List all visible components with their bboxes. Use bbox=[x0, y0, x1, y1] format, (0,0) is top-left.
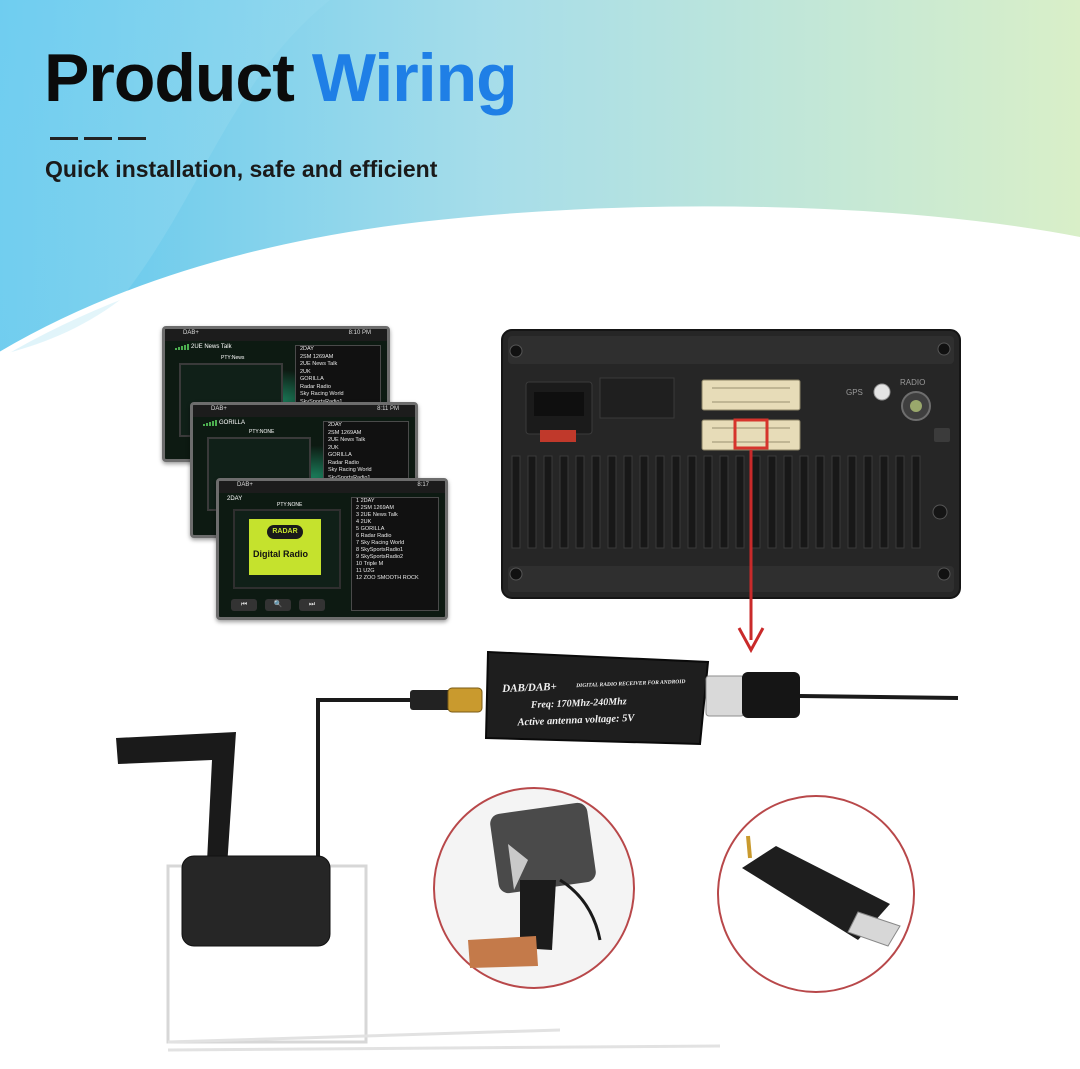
dab-receiver bbox=[484, 650, 959, 746]
radar-logo: RADAR bbox=[267, 525, 303, 539]
list-item: 12 ZOO SMOOTH ROCK bbox=[356, 575, 419, 581]
screen-app-label: DAB+ bbox=[211, 406, 227, 412]
list-item: 2UK bbox=[328, 444, 339, 451]
page-subtitle: Quick installation, safe and efficient bbox=[45, 156, 438, 182]
list-item: 2UE News Talk bbox=[328, 437, 366, 443]
receiver-voltage: Active antenna voltage: 5V bbox=[517, 712, 635, 729]
screen-time: 8:17 bbox=[417, 482, 429, 488]
antenna-detail-circle bbox=[433, 787, 635, 989]
list-item: 9 SkySportsRadio2 bbox=[356, 554, 404, 560]
radio-label: RADIO bbox=[900, 378, 926, 387]
list-item: 7 Sky Racing World bbox=[356, 540, 405, 546]
title-word-product: Product bbox=[44, 40, 295, 116]
receiver-detail-circle bbox=[717, 795, 915, 993]
list-item: 2 2SM 1269AM bbox=[356, 505, 394, 511]
screen-app-label: DAB+ bbox=[237, 482, 253, 488]
list-item: 2DAY bbox=[300, 346, 314, 352]
screen-pty: PTY:NONE bbox=[249, 429, 275, 435]
list-item: 10 Triple M bbox=[356, 561, 384, 567]
screen-topbar: DAB+ 8:17 bbox=[219, 481, 445, 493]
list-item: 2UK bbox=[300, 368, 311, 375]
album-art: RADAR Digital Radio bbox=[233, 509, 341, 589]
screen-app-label: DAB+ bbox=[183, 330, 199, 336]
list-item: SkySportsRadio1 bbox=[296, 399, 380, 407]
connection-arrow bbox=[737, 450, 765, 654]
station-list: 1 2DAY 2 2SM 1269AM 3 2UE News Talk 4 2U… bbox=[351, 497, 439, 611]
list-item: 5 GORILLA bbox=[356, 526, 385, 532]
receiver-frequency: Freq: 170Mhz-240Mhz bbox=[530, 696, 627, 711]
gps-label: GPS bbox=[846, 388, 863, 397]
title-word-wiring: Wiring bbox=[311, 40, 518, 116]
list-item: Radar Radio bbox=[300, 383, 331, 390]
list-item: Sky Racing World bbox=[300, 391, 344, 397]
list-item: Radar Radio bbox=[328, 459, 359, 466]
receiver-brand: DAB/DAB+ bbox=[502, 680, 557, 695]
next-button[interactable]: ⏭ bbox=[299, 599, 325, 611]
signal-icon bbox=[175, 344, 189, 350]
receiver-description: DIGITAL RADIO RECEIVER FOR ANDROID bbox=[576, 678, 686, 690]
list-item: 6 Radar Radio bbox=[356, 533, 392, 539]
screen-station: 2DAY bbox=[227, 496, 243, 502]
list-item: GORILLA bbox=[328, 452, 352, 458]
title-divider bbox=[50, 137, 146, 140]
list-item: 2SM 1269AM bbox=[300, 353, 334, 360]
list-item: 2SM 1269AM bbox=[328, 429, 362, 436]
receiver-label: DAB/DAB+ DIGITAL RADIO RECEIVER FOR ANDR… bbox=[502, 675, 708, 743]
screen-station: GORILLA bbox=[219, 420, 246, 426]
radio-screen-3: DAB+ 8:17 2DAY PTY:NONE RADAR Digital Ra… bbox=[216, 478, 448, 620]
screen-time: 8:11 PM bbox=[377, 406, 399, 412]
antenna-patch bbox=[116, 732, 721, 1052]
screen-time: 8:10 PM bbox=[348, 330, 371, 336]
screen-pty: PTY:News bbox=[221, 355, 245, 361]
list-item: 2DAY bbox=[328, 422, 342, 428]
radar-text: Digital Radio bbox=[253, 549, 309, 559]
list-item: 4 2UK bbox=[356, 519, 372, 525]
list-item: 3 2UE News Talk bbox=[356, 512, 398, 518]
list-item: 11 U2G bbox=[356, 568, 375, 574]
antenna-cable bbox=[316, 687, 483, 860]
signal-icon bbox=[203, 420, 217, 426]
screen-station: 2UE News Talk bbox=[191, 344, 232, 350]
search-button[interactable]: 🔍 bbox=[265, 599, 291, 611]
page-title: Product Wiring bbox=[44, 44, 518, 112]
list-item: GORILLA bbox=[300, 376, 324, 382]
list-item: SkySportsRadio1 bbox=[324, 475, 408, 483]
list-item: 8 SkySportsRadio1 bbox=[356, 547, 404, 553]
head-unit-rear bbox=[501, 329, 961, 599]
radar-digital-radio-art: RADAR Digital Radio bbox=[249, 519, 321, 575]
list-item: Sky Racing World bbox=[328, 467, 372, 473]
prev-button[interactable]: ⏮ bbox=[231, 599, 257, 611]
list-item: 1 2DAY bbox=[356, 498, 375, 504]
screen-pty: PTY:NONE bbox=[277, 502, 303, 508]
list-item: 2UE News Talk bbox=[300, 361, 338, 367]
screen-topbar: DAB+ 8:11 PM bbox=[193, 405, 415, 417]
screen-topbar: DAB+ 8:10 PM bbox=[165, 329, 387, 341]
